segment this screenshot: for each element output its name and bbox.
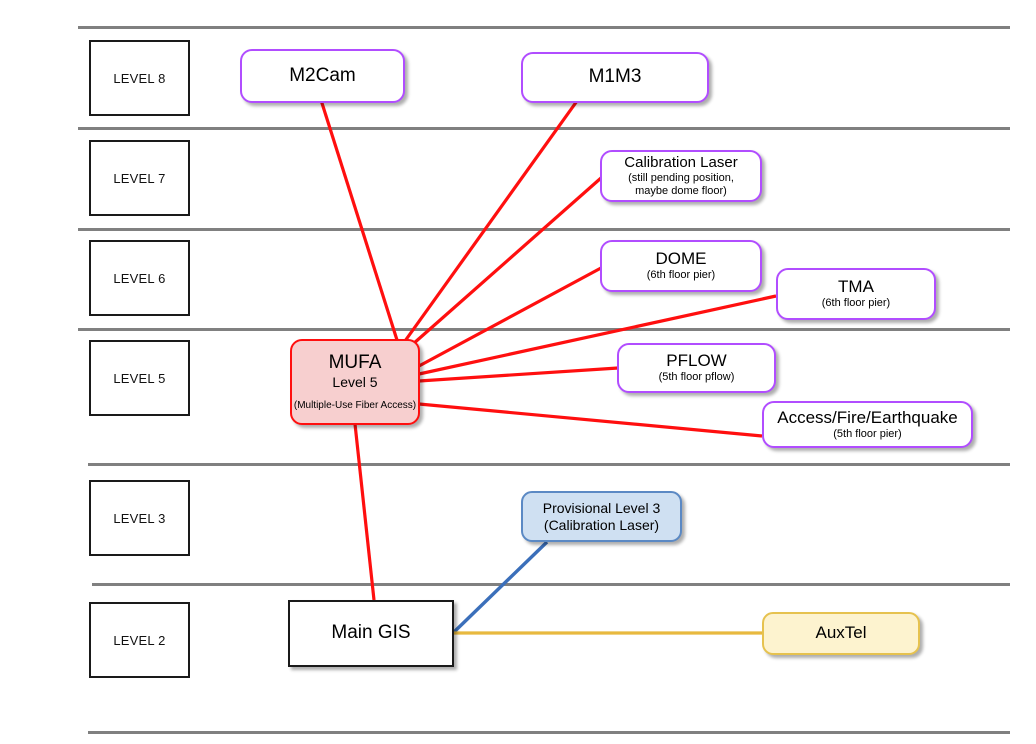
node-dome[interactable]: DOME (6th floor pier)	[600, 240, 762, 292]
node-subtitle: (5th floor pier)	[833, 427, 902, 440]
node-mufa[interactable]: MUFA Level 5 (Multiple-Use Fiber Access)	[290, 339, 420, 425]
node-subtitle: Level 5	[332, 374, 378, 391]
node-title: TMA	[838, 277, 874, 297]
level-divider	[78, 127, 1010, 130]
level-label: LEVEL 7	[113, 170, 166, 186]
level-box-7: LEVEL 7	[89, 140, 190, 216]
wire-main-gis-provisional-level3	[451, 540, 549, 635]
wire-mufa-dome	[418, 266, 602, 368]
node-title: Access/Fire/Earthquake	[777, 407, 958, 427]
node-title: DOME	[655, 249, 707, 269]
node-calibration-laser[interactable]: Calibration Laser (still pending positio…	[600, 150, 762, 202]
wire-mufa-m2cam	[319, 99, 399, 341]
level-divider	[92, 583, 1010, 586]
node-title: Calibration Laser	[624, 153, 738, 171]
node-title: AuxTel	[815, 623, 867, 643]
node-title: MUFA	[328, 351, 382, 373]
wire-mufa-m1m3	[403, 100, 579, 342]
level-label: LEVEL 2	[113, 632, 166, 648]
level-box-5: LEVEL 5	[89, 340, 190, 416]
wire-mufa-pflow	[418, 366, 619, 383]
wire-mufa-main-gis	[353, 423, 376, 601]
node-main-gis[interactable]: Main GIS	[288, 600, 454, 667]
level-divider	[78, 26, 1010, 29]
level-divider	[88, 463, 1010, 466]
node-access-fire-earthquake[interactable]: Access/Fire/Earthquake (5th floor pier)	[762, 401, 973, 448]
level-label: LEVEL 8	[113, 70, 166, 86]
node-title: M1M3	[588, 66, 642, 88]
node-note: (Multiple-Use Fiber Access)	[293, 400, 417, 412]
level-box-8: LEVEL 8	[89, 40, 190, 116]
node-tma[interactable]: TMA (6th floor pier)	[776, 268, 936, 320]
node-title: M2Cam	[289, 64, 356, 86]
node-subtitle-line1: (still pending position,	[628, 171, 734, 184]
node-subtitle-line2: maybe dome floor)	[635, 185, 727, 197]
level-divider	[78, 228, 1010, 231]
level-divider	[78, 328, 1010, 331]
node-subtitle: (6th floor pier)	[821, 297, 891, 310]
node-subtitle: (5th floor pflow)	[658, 371, 735, 384]
wire-mufa-access-fire-earthquake	[418, 402, 763, 438]
level-box-3: LEVEL 3	[89, 480, 190, 556]
node-provisional-level3[interactable]: Provisional Level 3 (Calibration Laser)	[521, 491, 682, 542]
node-m2cam[interactable]: M2Cam	[240, 49, 405, 103]
level-label: LEVEL 3	[113, 510, 166, 526]
wire-mufa-calibration-laser	[411, 176, 603, 346]
level-box-6: LEVEL 6	[89, 240, 190, 316]
node-subtitle: (6th floor pier)	[646, 269, 716, 282]
node-title: PFLOW	[666, 351, 727, 371]
level-label: LEVEL 6	[113, 270, 166, 286]
node-m1m3[interactable]: M1M3	[521, 52, 709, 103]
level-label: LEVEL 5	[113, 370, 166, 386]
node-title: Provisional Level 3	[542, 499, 661, 516]
node-auxtel[interactable]: AuxTel	[762, 612, 920, 655]
level-divider	[88, 731, 1010, 734]
level-box-2: LEVEL 2	[89, 602, 190, 678]
node-subtitle: (Calibration Laser)	[543, 516, 660, 533]
node-pflow[interactable]: PFLOW (5th floor pflow)	[617, 343, 776, 393]
node-title: Main GIS	[331, 622, 411, 644]
